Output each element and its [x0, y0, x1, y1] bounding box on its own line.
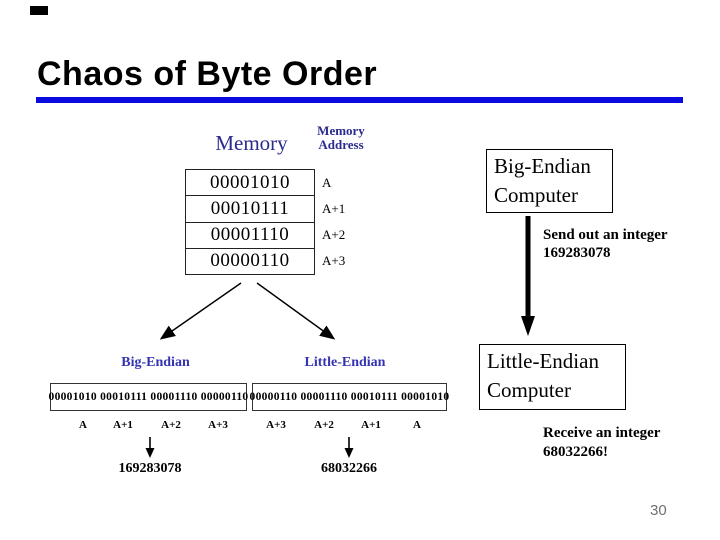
big-endian-byte-address: A+2 — [161, 419, 181, 431]
little-endian-value-arrow-icon — [344, 437, 354, 458]
send-note-line2: 169283078 — [543, 245, 611, 261]
little-endian-bytes-box: 00000110 00001110 00010111 00001010 — [250, 383, 449, 411]
receive-note-line1: Receive an integer — [543, 425, 661, 441]
big-endian-byte-address: A — [79, 419, 87, 431]
big-endian-bytes-box: 00001010 00010111 00001110 00000110 — [49, 383, 248, 411]
slide-corner-mark — [30, 6, 48, 15]
little-endian-byte-address: A — [413, 419, 421, 431]
page-title: Chaos of Byte Order — [37, 55, 378, 93]
little-endian-computer-line1: Little-Endian — [487, 349, 599, 373]
fork-arrows-icon — [159, 282, 336, 340]
little-endian-byte-address: A+1 — [361, 419, 381, 431]
big-endian-integer-value: 169283078 — [118, 461, 182, 476]
title-underline-rule — [36, 97, 683, 103]
big-endian-byte-address: A+3 — [208, 419, 228, 431]
big-endian-value-arrow-icon — [145, 437, 155, 458]
little-endian-integer-value: 68032266 — [321, 461, 377, 476]
memory-address-column-header: Memory Address — [310, 124, 372, 152]
little-endian-byte-address: A+2 — [314, 419, 334, 431]
memory-address-label: A+1 — [322, 201, 346, 216]
memory-cell: 00010111 — [186, 195, 314, 221]
memory-cell: 00001110 — [186, 221, 314, 248]
big-endian-computer-line1: Big-Endian — [494, 154, 591, 178]
big-endian-computer-line2: Computer — [494, 183, 578, 207]
memory-address-header-line2: Address — [318, 137, 364, 152]
send-note-line1: Send out an integer — [543, 227, 668, 243]
send-note: Send out an integer 169283078 — [543, 226, 668, 262]
receive-note: Receive an integer 68032266! — [543, 424, 660, 462]
memory-address-label: A+3 — [322, 253, 346, 268]
receive-note-line2: 68032266! — [543, 444, 608, 460]
memory-address-header-line1: Memory — [317, 123, 365, 138]
big-endian-byte-address: A+1 — [113, 419, 133, 431]
memory-column-header: Memory — [215, 131, 288, 155]
memory-table: 00001010 00010111 00001110 00000110 — [185, 169, 315, 275]
big-endian-label: Big-Endian — [121, 355, 190, 370]
little-endian-computer-box: Little-Endian Computer — [479, 344, 626, 410]
memory-address-label: A — [322, 175, 332, 190]
memory-cell: 00001010 — [210, 171, 290, 193]
little-endian-computer-line2: Computer — [487, 378, 571, 402]
send-arrow-icon — [521, 216, 535, 336]
page-number: 30 — [650, 502, 667, 519]
big-endian-computer-box: Big-Endian Computer — [486, 149, 613, 213]
little-endian-label: Little-Endian — [304, 355, 386, 370]
memory-cell: 00000110 — [186, 247, 314, 274]
memory-address-label: A+2 — [322, 227, 346, 242]
little-endian-byte-address: A+3 — [266, 419, 286, 431]
